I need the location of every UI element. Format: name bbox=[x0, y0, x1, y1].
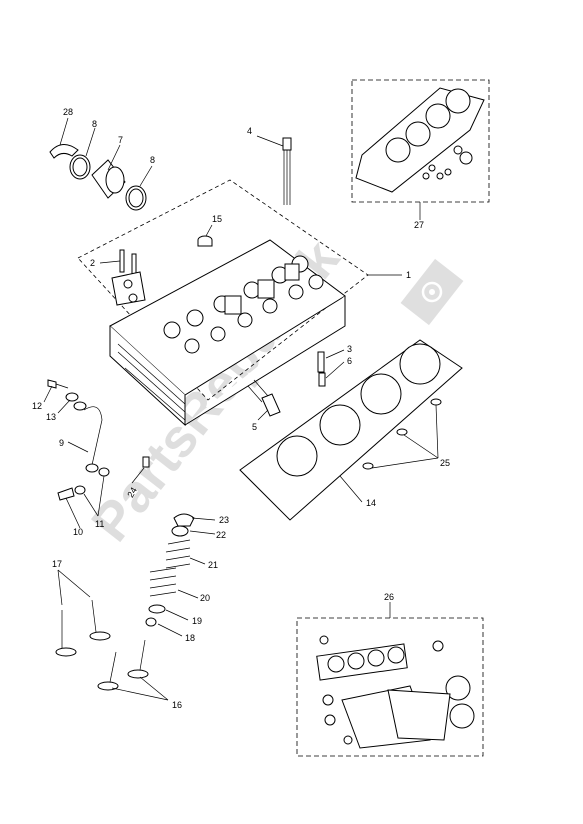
callout-27: 27 bbox=[414, 220, 424, 230]
callout-4: 4 bbox=[247, 126, 252, 136]
callout-15: 15 bbox=[212, 214, 222, 224]
callout-22: 22 bbox=[216, 530, 226, 540]
callout-1: 1 bbox=[406, 270, 411, 280]
part-24-screw bbox=[131, 456, 150, 484]
part-2-bolts bbox=[99, 249, 146, 306]
callout-28: 28 bbox=[63, 107, 73, 117]
part-3-6-studs bbox=[317, 349, 345, 387]
callout-11: 11 bbox=[95, 519, 104, 529]
callout-13: 13 bbox=[46, 412, 56, 422]
callout-12: 12 bbox=[32, 401, 42, 411]
part-15-plug bbox=[197, 224, 213, 247]
top-gasket-kit-box bbox=[351, 79, 490, 220]
callout-14: 14 bbox=[366, 498, 376, 508]
callout-16: 16 bbox=[172, 700, 182, 710]
watermark-gear-icon bbox=[400, 258, 464, 326]
callout-17: 17 bbox=[52, 559, 62, 569]
callout-20: 20 bbox=[200, 593, 210, 603]
callout-26: 26 bbox=[384, 592, 394, 602]
callout-19: 19 bbox=[192, 616, 202, 626]
part-5-dowel bbox=[257, 393, 281, 421]
callout-8b: 8 bbox=[150, 155, 155, 165]
callout-5: 5 bbox=[252, 422, 257, 432]
callout-10: 10 bbox=[73, 527, 83, 537]
part-25-dowels bbox=[362, 398, 442, 470]
cylinder-head-assembly bbox=[77, 179, 402, 427]
intake-parts bbox=[49, 117, 153, 211]
callout-8a: 8 bbox=[92, 119, 97, 129]
callout-3: 3 bbox=[347, 344, 352, 354]
oil-pipe-parts bbox=[43, 379, 110, 529]
callout-6: 6 bbox=[347, 356, 352, 366]
callout-18: 18 bbox=[185, 633, 195, 643]
callout-25: 25 bbox=[440, 458, 450, 468]
callout-24: 24 bbox=[125, 486, 139, 500]
callout-2: 2 bbox=[90, 258, 95, 268]
callout-23: 23 bbox=[219, 515, 229, 525]
bottom-gasket-kit-box bbox=[296, 602, 484, 757]
callout-21: 21 bbox=[208, 560, 218, 570]
valves bbox=[55, 569, 169, 701]
part-4-bolt bbox=[256, 135, 292, 205]
valve-train-parts bbox=[145, 513, 216, 637]
callout-7: 7 bbox=[118, 135, 123, 145]
part-14-head-gasket bbox=[239, 339, 463, 521]
callout-9: 9 bbox=[59, 438, 64, 448]
